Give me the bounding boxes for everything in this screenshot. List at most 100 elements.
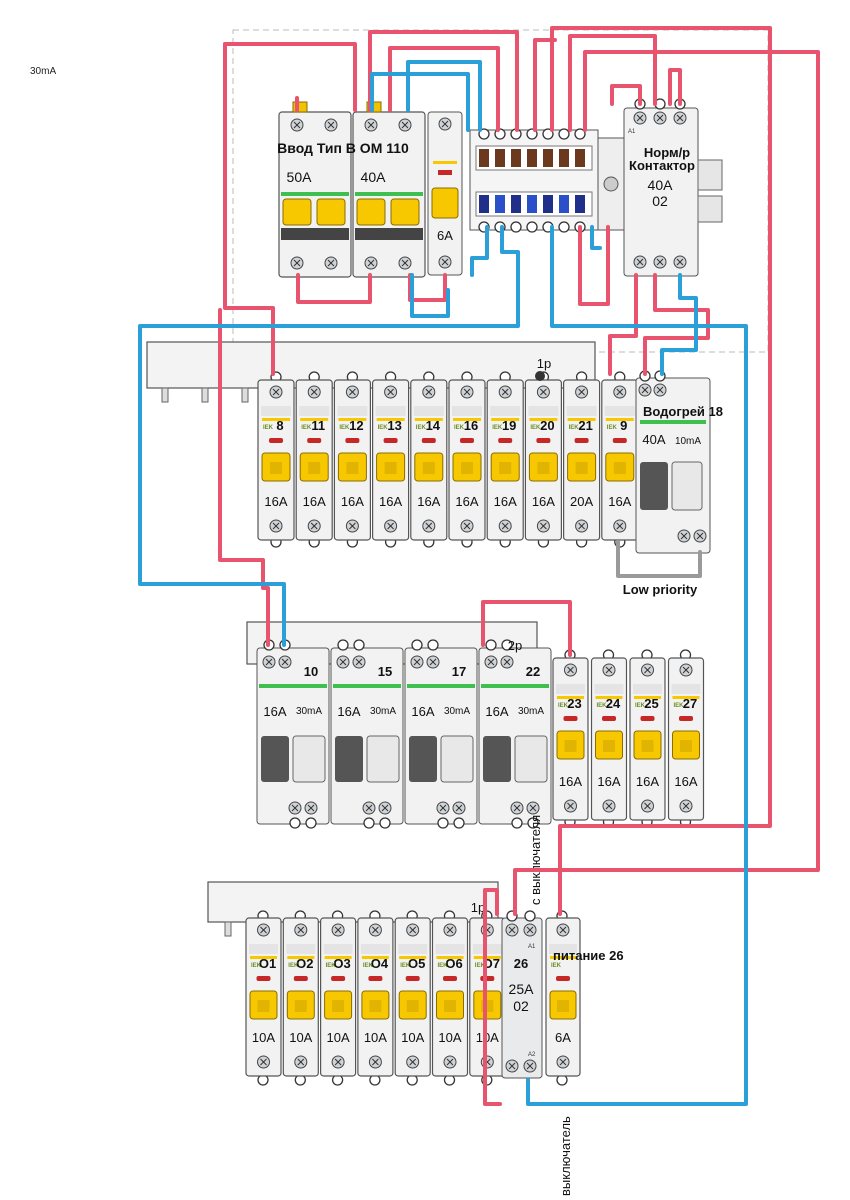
- terminal-screw: [368, 1055, 382, 1069]
- test-section: [440, 735, 474, 783]
- circuit-number: 14: [426, 418, 441, 433]
- yellow-stripe: [376, 418, 405, 421]
- breaker-label-area: [556, 684, 585, 694]
- brand-mark: IEK: [454, 425, 465, 431]
- trip-indicator: [269, 438, 283, 443]
- rating-label: 10A: [327, 1030, 350, 1045]
- screw-slot: [605, 666, 613, 674]
- brand-mark: IEK: [263, 425, 274, 431]
- vertical-label-switch-in: с выключателя: [528, 815, 543, 905]
- trip-indicator: [460, 438, 474, 443]
- lever-grip: [384, 462, 397, 474]
- screw-slot: [441, 258, 449, 266]
- terminal-screw: [406, 923, 420, 937]
- terminal-screw: [673, 111, 687, 125]
- rating-label: 16A: [263, 704, 286, 719]
- neutral-terminal: [479, 195, 489, 213]
- screw-slot: [508, 1062, 516, 1070]
- terminal-screw: [641, 663, 654, 677]
- circuit-number: 17: [452, 664, 466, 679]
- lever-grip: [257, 1000, 270, 1012]
- test-section: [292, 735, 326, 783]
- brand-mark: IEK: [326, 963, 337, 969]
- yellow-stripe: [433, 161, 457, 164]
- terminal-screw: [436, 801, 450, 815]
- yellow-stripe: [262, 418, 290, 421]
- brand-mark: IEK: [551, 963, 562, 969]
- trip-indicator: [293, 976, 308, 981]
- terminal-screw: [410, 655, 424, 669]
- breaker-label-area: [413, 406, 444, 416]
- screw-slot: [409, 1058, 417, 1066]
- wire-phase: [513, 50, 820, 916]
- rating-label: 10A: [252, 1030, 275, 1045]
- terminal-screw: [378, 801, 392, 815]
- screw-slot: [463, 388, 471, 396]
- terminal-pin: [558, 221, 570, 233]
- yellow-stripe: [550, 956, 576, 959]
- busbar-label: 2p: [508, 638, 522, 653]
- circuit-number: 20: [540, 418, 554, 433]
- terminal-screw: [262, 655, 276, 669]
- circuit-number: 25: [644, 696, 658, 711]
- busbar-pin: [241, 387, 249, 403]
- coil-label: A1: [528, 944, 536, 950]
- terminal-screw: [536, 519, 550, 533]
- relay-body: [501, 917, 543, 1079]
- wire-phase: [533, 38, 557, 132]
- terminal-screw: [290, 256, 304, 270]
- screw-slot: [401, 121, 409, 129]
- brand-mark: IEK: [288, 963, 299, 969]
- vertical-label-switch: выключатель: [558, 1116, 573, 1196]
- terminal-screw: [679, 799, 693, 813]
- wire-neutral: [138, 225, 520, 647]
- screw-slot: [656, 386, 664, 394]
- terminal-screw: [324, 118, 338, 132]
- wire-neutral: [370, 72, 470, 132]
- breaker-label-area: [286, 944, 316, 954]
- trip-indicator: [421, 438, 436, 443]
- neutral-terminal: [559, 195, 569, 213]
- yellow-stripe: [567, 418, 596, 421]
- screw-slot: [455, 804, 463, 812]
- wire-phase: [218, 308, 270, 647]
- screw-slot: [446, 926, 454, 934]
- screw-slot: [446, 1058, 454, 1066]
- terminal-screw: [564, 663, 577, 677]
- neutral-terminal: [495, 195, 505, 213]
- rating-label: 16A: [674, 774, 697, 789]
- terminal-screw: [653, 383, 667, 397]
- terminal-pin: [411, 639, 423, 651]
- terminal-pin: [526, 221, 538, 233]
- lever-grip: [557, 1000, 569, 1012]
- terminal-pin: [453, 817, 465, 829]
- terminal-screw: [460, 519, 474, 533]
- yellow-stripe: [287, 956, 315, 959]
- trip-indicator: [612, 438, 627, 443]
- terminal-screw: [307, 519, 321, 533]
- circuit-number: 19: [502, 418, 516, 433]
- screw-slot: [387, 388, 394, 396]
- terminal-screw: [633, 255, 647, 269]
- screw-slot: [409, 926, 417, 934]
- wire-phase: [610, 84, 642, 106]
- brand-mark: IEK: [597, 703, 608, 709]
- brand-mark: IEK: [339, 425, 350, 431]
- brand-mark: IEK: [558, 703, 569, 709]
- terminal-screw: [613, 385, 627, 399]
- trip-indicator: [602, 716, 616, 721]
- brand-mark: IEK: [400, 963, 411, 969]
- lever-grip: [680, 740, 692, 752]
- rating-label: 16A: [485, 704, 508, 719]
- terminal-screw: [362, 801, 376, 815]
- terminal-screw: [498, 519, 512, 533]
- terminal-screw: [294, 1055, 308, 1069]
- wire-phase: [368, 30, 519, 132]
- end-stop-screw: [603, 176, 619, 192]
- coil-label: A1: [628, 129, 636, 135]
